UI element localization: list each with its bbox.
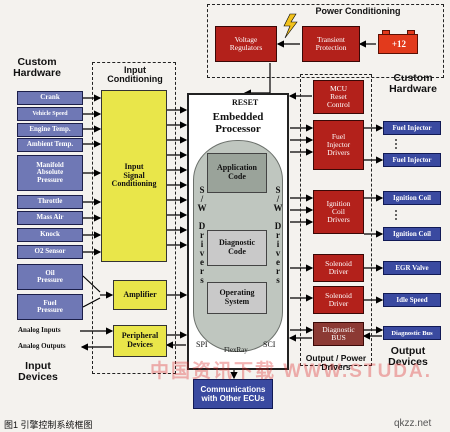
watermark: 中国资讯下载 WWW.STUDA. (150, 361, 433, 382)
mcu-reset-control-box: MCU Reset Control (313, 80, 364, 114)
diagnostic-bus-driver-box: Diagnostic BUS (313, 322, 364, 346)
analog-outputs-label: Analog Outputs (18, 342, 66, 350)
input-knock: Knock (17, 228, 83, 242)
communications-box: Communications with Other ECUs (193, 379, 273, 409)
power-conditioning-title: Power Conditioning (315, 6, 401, 16)
lightning-bolt-icon (283, 13, 298, 39)
output-fuel-injector-1: Fuel Injector (383, 121, 441, 135)
input-fuel-pressure: Fuel Pressure (17, 294, 83, 320)
analog-inputs-label: Analog Inputs (18, 326, 61, 334)
output-ignition-coil-2: Ignition Coil (383, 227, 441, 241)
flexray-label: FlexRay (224, 346, 248, 354)
output-diagnostic-bus: Diagnostic Bus (383, 326, 441, 340)
output-drivers-region (300, 74, 372, 366)
input-signal-conditioning-box: Input Signal Conditioning (101, 90, 167, 262)
power-conditioning-region (207, 4, 444, 78)
input-vehicle-speed: Vehicle Speed (17, 107, 83, 121)
battery-icon: +12 (378, 30, 418, 54)
output-power-drivers-title: Output / Power Drivers (305, 353, 367, 372)
reset-label: RESET (232, 98, 259, 107)
spi-label: SPI (196, 340, 208, 349)
input-ambient-temp: Ambient Temp. (17, 138, 83, 152)
input-engine-temp: Engine Temp. (17, 123, 83, 137)
figure-caption: 图1 引擎控制系统框图 (4, 420, 93, 430)
ignition-coil-drivers-box: Ignition Coil Drivers (313, 190, 364, 234)
amplifier-box: Amplifier (113, 280, 167, 310)
battery-label: +12 (391, 39, 407, 49)
fuel-injector-drivers-box: Fuel Injector Drivers (313, 120, 364, 170)
custom-hardware-right-title: Custom Hardware (389, 72, 437, 96)
output-ignition-coil-1: Ignition Coil (383, 191, 441, 205)
input-conditioning-title: Input Conditioning (107, 65, 163, 85)
solenoid-driver-1-box: Solenoid Driver (313, 254, 364, 282)
sw-drivers-right-label: S/W Drivers (273, 185, 283, 284)
input-oil-pressure: Oil Pressure (17, 264, 83, 290)
custom-hardware-left-title: Custom Hardware (13, 56, 61, 80)
diagnostic-code-box: Diagnostic Code (207, 230, 267, 266)
output-idle-speed: Idle Speed (383, 293, 441, 307)
output-fuel-injector-2: Fuel Injector (383, 153, 441, 167)
input-devices-title: Input Devices (18, 360, 58, 384)
sci-label: SCI (263, 340, 276, 349)
output-egr-valve: EGR Valve (383, 261, 441, 275)
site-label: qkzz.net (394, 418, 432, 429)
output-devices-title: Output Devices (388, 345, 428, 369)
input-manifold-absolute-pressure: Manifold Absolute Pressure (17, 155, 83, 191)
peripheral-devices-box: Peripheral Devices (113, 325, 167, 357)
input-crank: Crank (17, 91, 83, 105)
sw-drivers-left-label: S/W Drivers (197, 185, 207, 284)
input-mass-air: Mass Air (17, 211, 83, 225)
application-code-box: Application Code (207, 153, 267, 193)
solenoid-driver-2-box: Solenoid Driver (313, 286, 364, 314)
input-o2-sensor: O2 Sensor (17, 245, 83, 259)
voltage-regulators-box: Voltage Regulators (215, 26, 277, 62)
input-throttle: Throttle (17, 195, 83, 209)
input-conditioning-region (92, 62, 176, 374)
embedded-processor-title: Embedded Processor (212, 111, 264, 135)
operating-system-box: Operating System (207, 282, 267, 314)
transient-protection-box: Transient Protection (302, 26, 360, 62)
